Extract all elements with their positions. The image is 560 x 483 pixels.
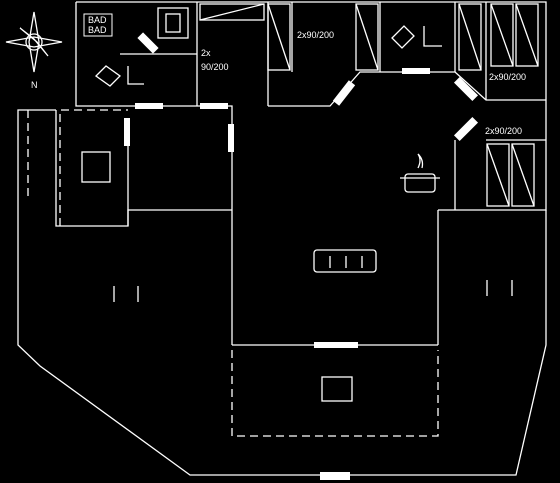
bath-label-bottom: BAD bbox=[88, 25, 107, 35]
bed-middle-top bbox=[355, 3, 482, 71]
compass-rose-icon bbox=[5, 11, 63, 73]
bath-label-top: BAD bbox=[88, 15, 107, 25]
bed-small-room bbox=[199, 3, 265, 21]
terrace-outline bbox=[27, 109, 439, 437]
bed-label-top: 2x90/200 bbox=[297, 30, 334, 40]
bathroom-fixtures bbox=[94, 7, 442, 87]
bed-label-small-2: 90/200 bbox=[201, 62, 229, 72]
bed-top-room bbox=[267, 3, 291, 71]
stove-icon bbox=[400, 153, 440, 193]
bed-label-small-1: 2x bbox=[201, 48, 211, 58]
fireplace-marker bbox=[81, 151, 513, 402]
bed-label-right-mid: 2x90/200 bbox=[485, 126, 522, 136]
window-openings bbox=[124, 32, 479, 480]
sofa-icon bbox=[313, 249, 377, 273]
bed-right-mid bbox=[486, 143, 535, 207]
north-label: N bbox=[31, 80, 38, 90]
outer-wall bbox=[17, 1, 547, 476]
interior-wall bbox=[120, 2, 546, 210]
bed-label-right-top: 2x90/200 bbox=[489, 72, 526, 82]
bed-right-top bbox=[490, 3, 539, 67]
bath-label-box: BAD BAD bbox=[83, 13, 113, 37]
